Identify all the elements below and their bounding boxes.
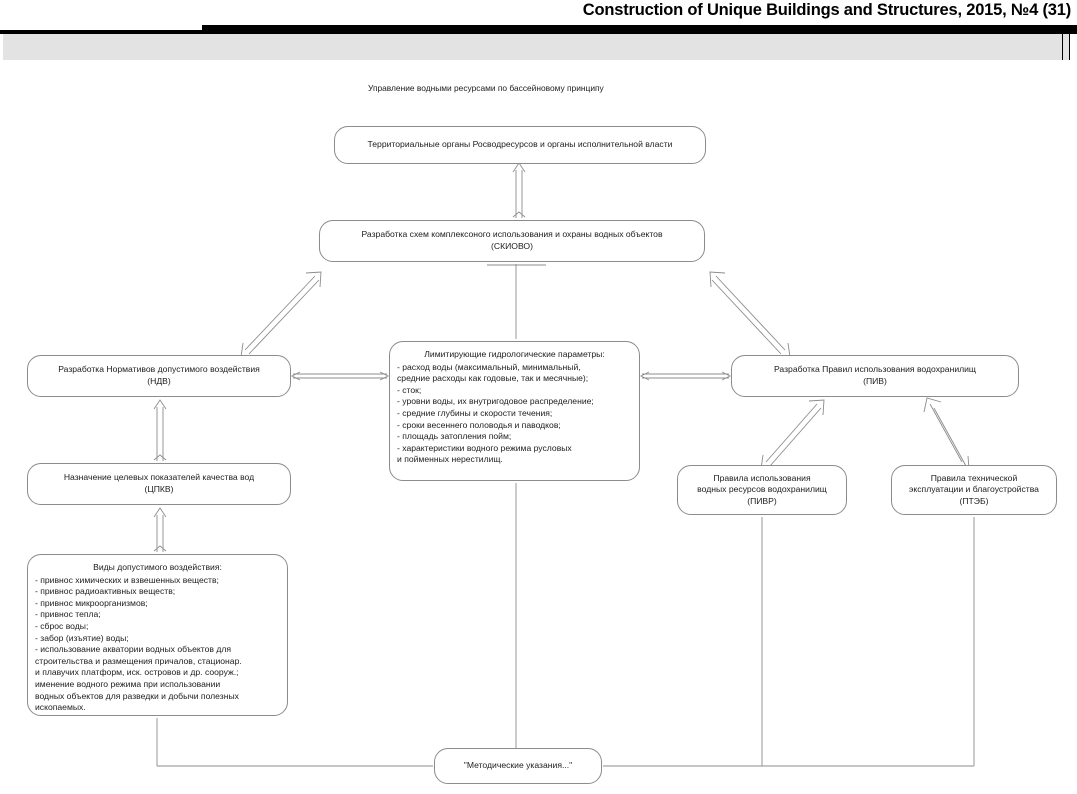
node-territorial-line1: Территориальные органы Росводресурсов и … — [367, 139, 673, 150]
node-permissible-impact-types[interactable]: Виды допустимого воздействия: - привнос … — [27, 554, 288, 716]
node-method-line1: "Методические указания..." — [463, 760, 573, 771]
node-types-heading: Виды допустимого воздействия: — [93, 562, 222, 572]
journal-title: Construction of Unique Buildings and Str… — [582, 1, 1071, 19]
flowchart-diagram: Управление водными ресурсами по бассейно… — [0, 60, 1077, 794]
node-limit-item-5: - сроки весеннего половодья и паводков; — [397, 419, 561, 430]
node-pivr[interactable]: Правила использования водных ресурсов во… — [677, 465, 847, 515]
node-pteb-line2: эксплуатации и благоустройства — [909, 484, 1039, 495]
node-pivr-line1: Правила использования — [713, 472, 811, 483]
node-types-item-5: - забор (изъятие) воды; — [35, 632, 129, 643]
node-piv[interactable]: Разработка Правил использования водохран… — [731, 355, 1019, 397]
node-piv-line1: Разработка Правил использования водохран… — [773, 364, 977, 375]
node-limit-item-4: - средние глубины и скорости течения; — [397, 407, 553, 418]
node-limiting-hydrological-parameters[interactable]: Лимитирующие гидрологические параметры: … — [389, 341, 640, 481]
node-types-item-3: - привнос тепла; — [35, 609, 101, 620]
content-panel — [3, 34, 1070, 60]
node-limit-item-1: средние расходы как годовые, так и месяч… — [397, 373, 589, 384]
node-cpkv-line1: Назначение целевых показателей качества … — [63, 472, 255, 483]
node-types-item-1: - привнос радиоактивных веществ; — [35, 586, 176, 597]
node-limit-heading: Лимитирующие гидрологические параметры: — [424, 349, 605, 359]
node-limit-item-7: - характеристики водного режима русловых — [397, 442, 572, 453]
node-skiovo[interactable]: Разработка схем комплексоного использова… — [319, 220, 705, 262]
node-types-item-9: именение водного режима при использовани… — [35, 678, 221, 689]
node-territorial-bodies[interactable]: Территориальные органы Росводресурсов и … — [334, 126, 706, 164]
node-methodical-guidelines[interactable]: "Методические указания..." — [434, 748, 602, 784]
node-types-item-4: - сброс воды; — [35, 620, 89, 631]
node-types-item-7: строительства и размещения причалов, ста… — [35, 655, 242, 666]
node-pivr-line2: водных ресурсов водохранилищ — [697, 484, 827, 495]
node-ndv-line1: Разработка Нормативов допустимого воздей… — [58, 364, 260, 375]
node-limit-item-0: - расход воды (максимальный, минимальный… — [397, 361, 581, 372]
header-rule — [202, 25, 1077, 30]
node-types-item-10: водных объектов для разведки и добычи по… — [35, 690, 239, 701]
node-ndv[interactable]: Разработка Нормативов допустимого воздей… — [27, 355, 291, 397]
node-pivr-line3: (ПИВР) — [747, 495, 777, 506]
node-cpkv[interactable]: Назначение целевых показателей качества … — [27, 463, 291, 505]
node-limit-item-3: - уровни воды, их внутригодовое распреде… — [397, 396, 594, 407]
node-limit-item-2: - сток; — [397, 384, 422, 395]
header-band — [0, 30, 1077, 34]
node-pteb[interactable]: Правила технической эксплуатации и благо… — [891, 465, 1057, 515]
node-limit-item-8: и пойменных нерестилищ. — [397, 454, 503, 465]
node-skiovo-line2: (СКИОВО) — [491, 241, 533, 251]
node-cpkv-line2: (ЦПКВ) — [144, 484, 174, 494]
node-ndv-line2: (НДВ) — [147, 376, 171, 386]
node-piv-line2: (ПИВ) — [863, 376, 887, 386]
node-pteb-line1: Правила технической — [930, 472, 1018, 483]
node-skiovo-line1: Разработка схем комплексоного использова… — [361, 229, 663, 240]
node-limit-item-6: - площадь затопления пойм; — [397, 431, 512, 442]
diagram-caption: Управление водными ресурсами по бассейно… — [368, 83, 604, 93]
node-pteb-line3: (ПТЭБ) — [959, 495, 989, 506]
node-types-item-2: - привнос микроорганизмов; — [35, 597, 148, 608]
node-types-item-8: и плавучих платформ, иск. островов и др.… — [35, 667, 239, 678]
node-types-item-0: - привнос химических и взвешенных вещест… — [35, 574, 219, 585]
panel-tick-divider — [1062, 34, 1063, 60]
page-header: Construction of Unique Buildings and Str… — [0, 0, 1077, 30]
node-types-item-6: - использование акватории водных объекто… — [35, 644, 232, 655]
node-types-item-11: ископаемых. — [35, 702, 86, 713]
